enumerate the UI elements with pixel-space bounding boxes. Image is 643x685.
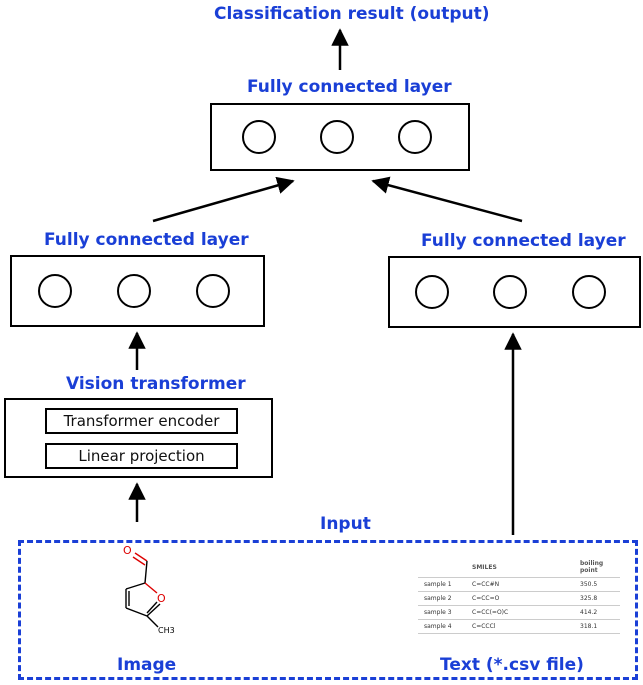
image-label: Image <box>117 655 177 675</box>
right-fc-node-2 <box>493 275 527 309</box>
left-fc-node-3 <box>196 274 230 308</box>
csv-header-cell: SMILES <box>466 557 574 578</box>
csv-cell: 414.2 <box>574 605 620 620</box>
csv-cell: C=CC#N <box>466 577 574 592</box>
ring-oxygen-atom: O <box>157 592 166 605</box>
right-fc-label: Fully connected layer <box>421 231 626 251</box>
arrow-right-to-top <box>371 176 523 223</box>
output-label: Classification result (output) <box>214 4 490 24</box>
csv-row: sample 3 C=CC(=O)C 414.2 <box>418 605 620 620</box>
left-fc-node-2 <box>117 274 151 308</box>
csv-cell: sample 4 <box>418 619 466 634</box>
top-fc-label: Fully connected layer <box>247 77 452 97</box>
csv-cell: C=CCCl <box>466 619 574 634</box>
csv-cell: 325.8 <box>574 591 620 606</box>
linear-projection-block: Linear projection <box>45 443 238 469</box>
csv-row: sample 2 C=CC=O 325.8 <box>418 591 620 606</box>
csv-row: sample 1 C=CC#N 350.5 <box>418 577 620 592</box>
csv-header-cell: boiling point <box>574 557 620 578</box>
csv-cell: sample 1 <box>418 577 466 592</box>
top-fc-node-2 <box>320 120 354 154</box>
ring-bond <box>125 582 146 590</box>
top-fc-node-1 <box>242 120 276 154</box>
top-fc-box <box>210 103 470 171</box>
right-fc-node-1 <box>415 275 449 309</box>
ring-bond-oxygen <box>144 582 158 594</box>
aldehyde-carbon-bond <box>144 560 148 584</box>
csv-header-row: SMILES boiling point <box>418 557 620 578</box>
right-fc-box <box>388 256 641 328</box>
input-box <box>18 540 638 680</box>
csv-cell: C=CC(=O)C <box>466 605 574 620</box>
left-fc-box <box>10 255 265 327</box>
ring-bond <box>146 603 161 617</box>
transformer-encoder-block: Transformer encoder <box>45 408 238 434</box>
molecule-structure <box>125 552 161 628</box>
csv-cell: 350.5 <box>574 577 620 592</box>
text-label: Text (*.csv file) <box>440 655 584 675</box>
csv-cell: sample 3 <box>418 605 466 620</box>
csv-cell: 318.1 <box>574 619 620 634</box>
csv-table: SMILES boiling point sample 1 C=CC#N 350… <box>418 557 620 634</box>
vit-box: Transformer encoder Linear projection <box>4 398 273 478</box>
vit-label: Vision transformer <box>66 374 246 394</box>
methyl-group: CH3 <box>158 626 175 635</box>
arrow-left-to-top <box>152 176 295 223</box>
input-label: Input <box>320 514 371 534</box>
aldehyde-bond <box>134 552 148 562</box>
csv-cell: C=CC=O <box>466 591 574 606</box>
aldehyde-oxygen-atom: O <box>123 544 132 557</box>
aldehyde-bond-double <box>132 556 146 566</box>
ring-bond <box>125 607 148 617</box>
ring-bond-double <box>146 601 158 614</box>
right-fc-node-3 <box>572 275 606 309</box>
left-fc-node-1 <box>38 274 72 308</box>
csv-cell: sample 2 <box>418 591 466 606</box>
left-fc-label: Fully connected layer <box>44 230 249 250</box>
csv-row: sample 4 C=CCCl 318.1 <box>418 619 620 634</box>
top-fc-node-3 <box>398 120 432 154</box>
csv-header-cell <box>418 557 466 578</box>
methyl-bond <box>146 615 159 628</box>
